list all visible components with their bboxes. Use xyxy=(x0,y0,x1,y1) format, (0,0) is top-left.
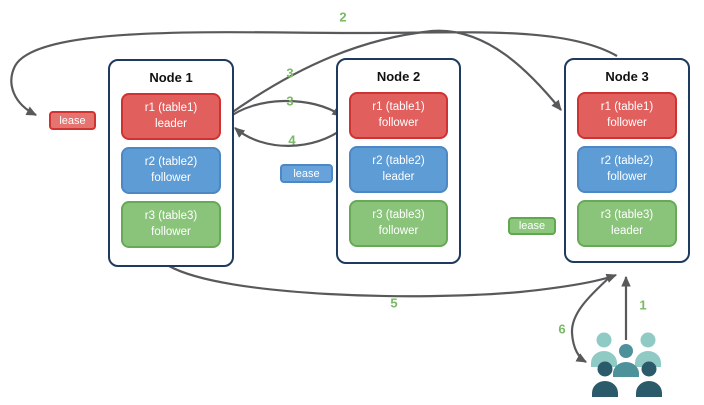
replica-name: r1 (table1) xyxy=(144,102,198,115)
replica-name: r3 (table3) xyxy=(144,210,198,223)
step-label-2: 2 xyxy=(339,9,347,25)
node-3-replica-r1-table1: r1 (table1) follower xyxy=(577,92,677,139)
node-1-replica-r1-table1: r1 (table1) leader xyxy=(121,93,221,140)
replica-role: leader xyxy=(382,170,415,183)
node-1-replica-r2-table2: r2 (table2) follower xyxy=(121,147,221,194)
users-group-icon xyxy=(591,332,662,397)
replica-role: follower xyxy=(378,224,419,237)
user-back-right-icon xyxy=(635,332,661,367)
replica-name: r2 (table2) xyxy=(144,156,198,169)
step-label-3a: 3 xyxy=(286,65,294,81)
replica-role: follower xyxy=(378,116,419,129)
node-2-title: Node 2 xyxy=(376,69,421,84)
replica-name: r2 (table2) xyxy=(372,155,425,168)
lease-badge-table1: lease xyxy=(49,111,96,130)
node-3-replica-r2-table2: r2 (table2) follower xyxy=(577,146,677,193)
replica-role: follower xyxy=(151,171,191,184)
arrow-step-3-node1-to-node2 xyxy=(226,99,343,120)
step-label-5: 5 xyxy=(390,295,398,311)
replica-name: r1 (table1) xyxy=(372,101,425,114)
lease-badge-table2: lease xyxy=(280,164,333,183)
node-3: Node 3 r1 (table1) follower r2 (table2) … xyxy=(564,58,690,263)
replica-role: leader xyxy=(155,117,187,130)
arrow-step-5-node1-to-node3 xyxy=(168,265,618,298)
replica-role: leader xyxy=(611,224,643,237)
lease-badge-table3: lease xyxy=(508,217,556,235)
arrow-step-2-node3-to-lease1 xyxy=(10,31,618,116)
replica-name: r1 (table1) xyxy=(600,101,654,114)
step-label-1: 1 xyxy=(639,297,647,313)
user-front-right-icon xyxy=(636,361,662,397)
node-3-replica-r3-table3: r3 (table3) leader xyxy=(577,200,677,247)
node-1-title: Node 1 xyxy=(149,70,193,85)
step-label-4: 4 xyxy=(288,132,296,148)
node-2-replica-r3-table3: r3 (table3) follower xyxy=(349,200,448,247)
node-1: Node 1 r1 (table1) leader r2 (table2) fo… xyxy=(108,59,234,267)
replica-role: follower xyxy=(151,225,191,238)
node-2: Node 2 r1 (table1) follower r2 (table2) … xyxy=(336,58,461,264)
step-label-6: 6 xyxy=(558,321,566,337)
node-3-title: Node 3 xyxy=(605,69,649,84)
replica-role: follower xyxy=(607,170,647,183)
replica-name: r2 (table2) xyxy=(600,155,654,168)
node-2-replica-r1-table1: r1 (table1) follower xyxy=(349,92,448,139)
step-label-3b: 3 xyxy=(286,93,294,109)
replica-role: follower xyxy=(607,116,647,129)
replica-name: r3 (table3) xyxy=(372,209,425,222)
node-2-replica-r2-table2: r2 (table2) leader xyxy=(349,146,448,193)
replica-name: r3 (table3) xyxy=(600,209,654,222)
user-back-left-icon xyxy=(591,332,617,367)
user-middle-icon xyxy=(613,344,639,377)
node-1-replica-r3-table3: r3 (table3) follower xyxy=(121,201,221,248)
user-front-left-icon xyxy=(592,361,618,397)
